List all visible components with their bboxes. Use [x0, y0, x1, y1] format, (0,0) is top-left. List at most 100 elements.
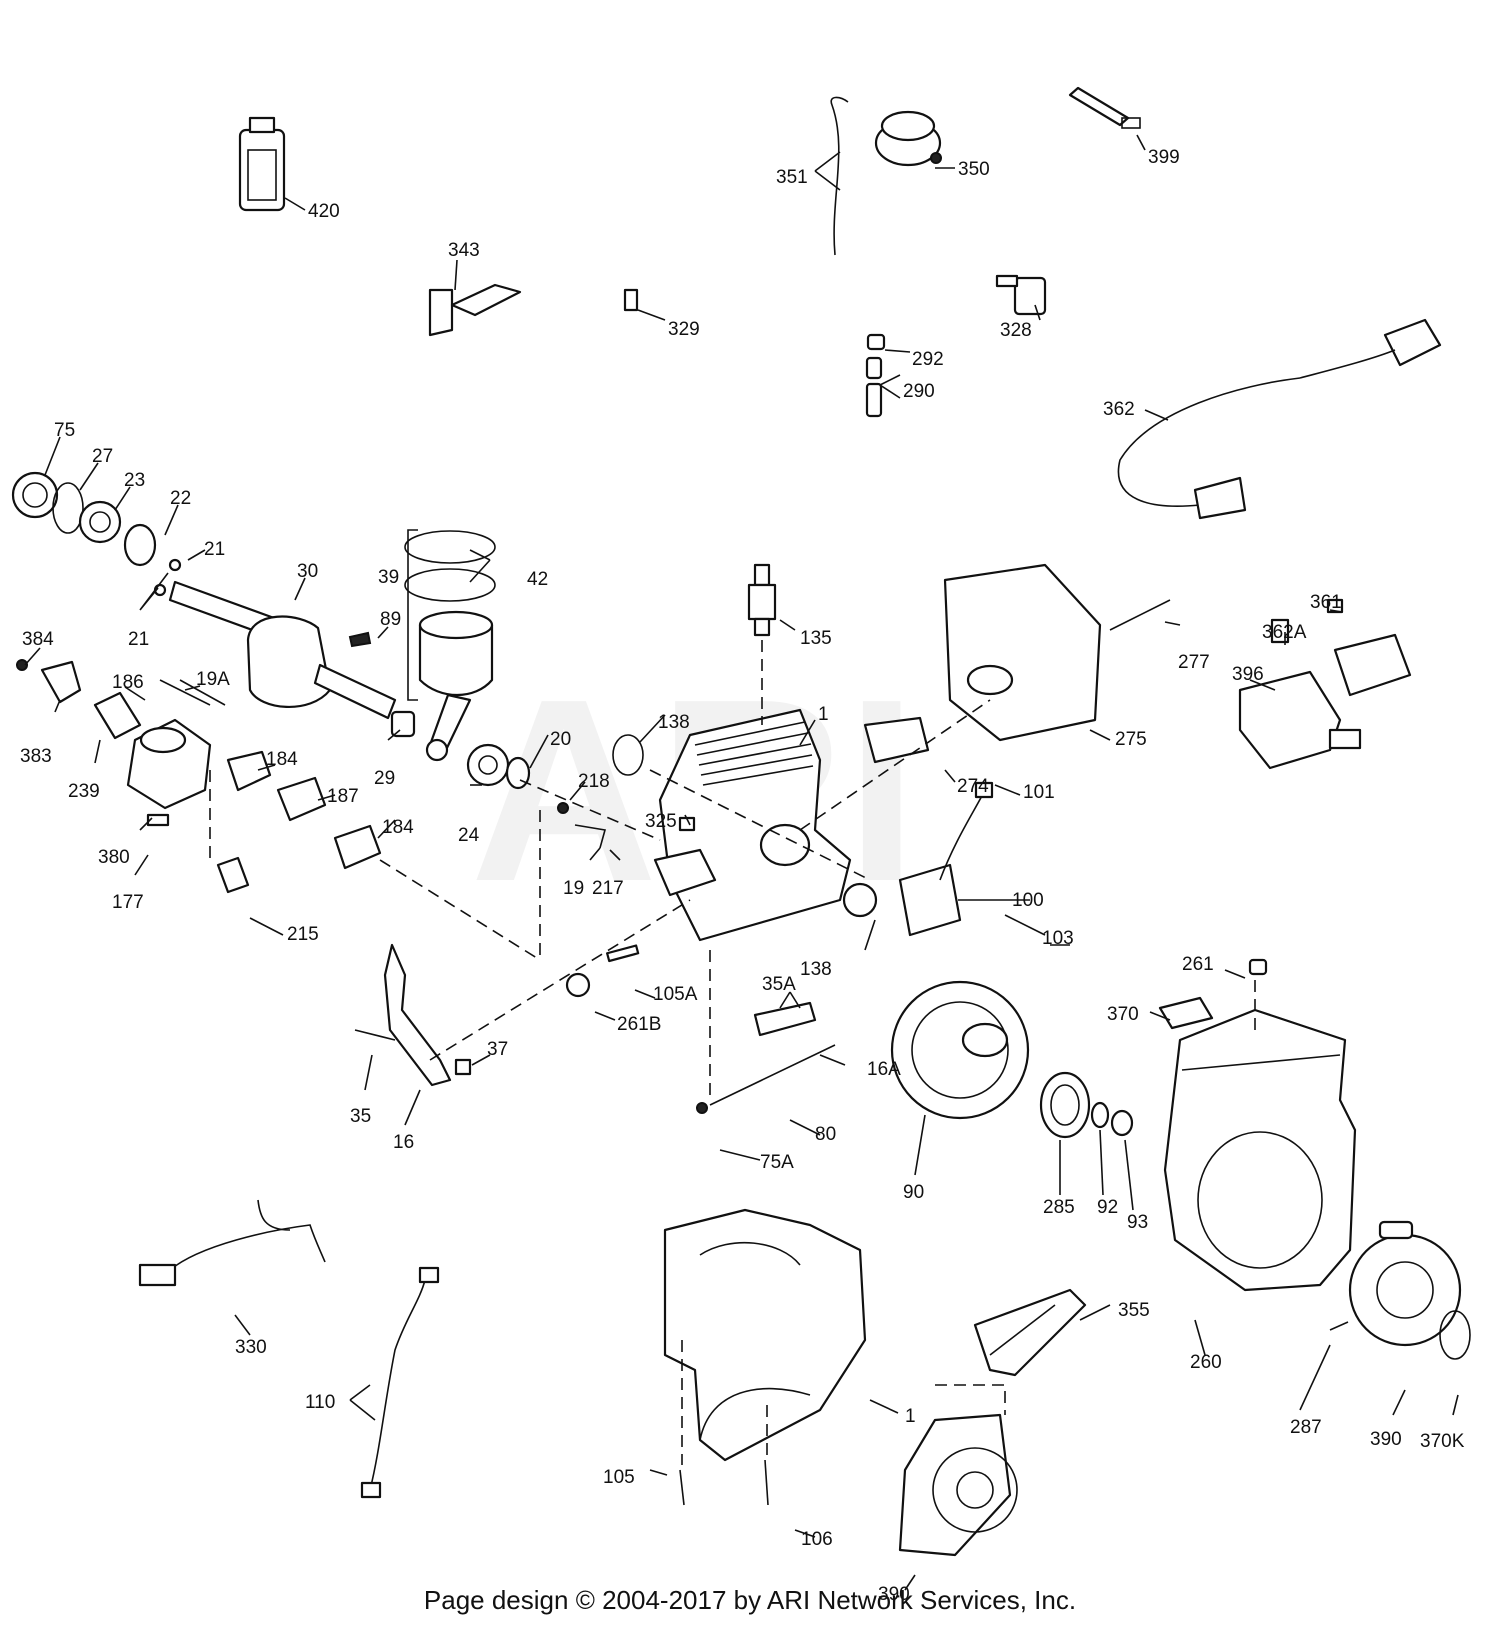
- label-105A: 105A: [653, 984, 698, 1005]
- label-292: 292: [912, 349, 944, 370]
- label-93: 93: [1127, 1212, 1148, 1233]
- bolt-105: [679, 1469, 685, 1506]
- starter-cup-285: [1039, 1071, 1091, 1139]
- label-362A: 362A: [1262, 622, 1307, 643]
- handle-355: [973, 1288, 1087, 1377]
- label-29: 29: [374, 768, 395, 789]
- label-105: 105: [603, 1467, 635, 1488]
- label-261B: 261B: [617, 1014, 661, 1035]
- stud-105A: [606, 944, 640, 963]
- gasket-138a: [612, 734, 644, 776]
- label-277: 277: [1178, 652, 1210, 673]
- label-217: 217: [592, 878, 624, 899]
- label-75: 75: [54, 420, 75, 441]
- muffler-275: [943, 563, 1102, 742]
- clip-292: [866, 333, 886, 351]
- tube-351: [830, 96, 849, 256]
- screw-218: [557, 802, 569, 814]
- label-239: 239: [68, 781, 100, 802]
- governor-16A: [753, 1001, 817, 1037]
- bearing-24: [466, 743, 510, 787]
- label-215: 215: [287, 924, 319, 945]
- piston-rings-42: [404, 530, 496, 602]
- bearing-23: [78, 500, 122, 544]
- ignition-module-100: [898, 781, 994, 937]
- label-186: 186: [112, 672, 144, 693]
- label-106: 106: [801, 1529, 833, 1550]
- starter-motor-396: [1238, 670, 1362, 770]
- spring-19: [574, 824, 607, 849]
- label-274: 274: [957, 776, 989, 797]
- screw-361: [1326, 598, 1344, 614]
- label-89: 89: [380, 609, 401, 630]
- label-383: 383: [20, 746, 52, 767]
- screw-261: [1248, 958, 1268, 976]
- label-20: 20: [550, 729, 571, 750]
- washer-75A: [696, 1102, 708, 1114]
- label-135: 135: [800, 628, 832, 649]
- label-384: 384: [22, 629, 54, 650]
- engine-block-1: [653, 708, 852, 942]
- label-370K: 370K: [1420, 1431, 1465, 1452]
- label-329: 329: [668, 319, 700, 340]
- label-287: 287: [1290, 1417, 1322, 1438]
- wire-330: [138, 1199, 326, 1287]
- label-27: 27: [92, 446, 113, 467]
- label-1a: 1: [818, 704, 829, 725]
- lever-16: [383, 943, 452, 1087]
- label-19A: 19A: [196, 669, 230, 690]
- spring-19A: [179, 679, 226, 706]
- crankshaft-30: [168, 580, 397, 720]
- bracket-343: [428, 283, 522, 337]
- label-23: 23: [124, 470, 145, 491]
- clip-37: [454, 1058, 472, 1076]
- clip-329: [623, 288, 639, 312]
- label-184b: 184: [382, 817, 414, 838]
- label-35A: 35A: [762, 974, 796, 995]
- label-101: 101: [1023, 782, 1055, 803]
- washer-92: [1090, 1101, 1110, 1129]
- label-390a: 390: [1370, 1429, 1402, 1450]
- label-138b: 138: [800, 959, 832, 980]
- label-290: 290: [903, 381, 935, 402]
- cover-383: [40, 660, 82, 704]
- part-labels: 420 351 350 399 343 329 328 292 290 362 …: [20, 147, 1465, 1605]
- seal-22: [123, 523, 157, 567]
- label-285: 285: [1043, 1197, 1075, 1218]
- label-362: 362: [1103, 399, 1135, 420]
- piston-39: [418, 610, 494, 762]
- seal-20: [505, 756, 531, 790]
- blower-housing-260: [1163, 1008, 1357, 1292]
- label-275: 275: [1115, 729, 1147, 750]
- key-328: [995, 274, 1047, 316]
- label-420: 420: [308, 201, 340, 222]
- screw-384: [16, 659, 28, 671]
- power-cord-362: [1117, 318, 1442, 520]
- gasket-184b: [333, 824, 382, 870]
- label-100: 100: [1012, 890, 1044, 911]
- label-35: 35: [350, 1106, 371, 1127]
- label-325: 325: [645, 811, 677, 832]
- label-39: 39: [378, 567, 399, 588]
- screw-177: [146, 813, 170, 827]
- label-370: 370: [1107, 1004, 1139, 1025]
- label-37: 37: [487, 1039, 508, 1060]
- copyright-footer: Page design © 2004-2017 by ARI Network S…: [423, 1585, 1077, 1615]
- label-92: 92: [1097, 1197, 1118, 1218]
- washer-261B: [565, 972, 591, 998]
- plug-138b: [842, 882, 878, 918]
- wire-110: [360, 1266, 440, 1499]
- spark-plug-135: [747, 563, 777, 637]
- spacer-187: [276, 776, 327, 822]
- label-138a: 138: [658, 712, 690, 733]
- label-260: 260: [1190, 1352, 1222, 1373]
- label-184a: 184: [266, 749, 298, 770]
- label-187: 187: [327, 786, 359, 807]
- flywheel-90: [890, 980, 1030, 1120]
- bolt-35: [354, 1029, 396, 1041]
- primer-bulb-350: [874, 110, 942, 167]
- bearing-75: [11, 471, 59, 519]
- label-396: 396: [1232, 664, 1264, 685]
- rod-186: [159, 679, 211, 706]
